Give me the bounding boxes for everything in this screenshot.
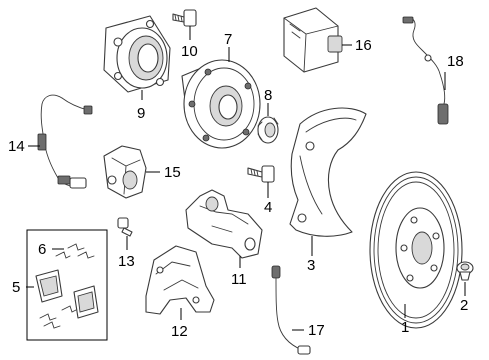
callout-1: 1 [401,319,409,336]
hub-bolt-part [172,9,197,27]
callout-14: 14 [8,138,25,155]
callout-15: 15 [164,164,181,181]
carrier-bolt-part [117,217,133,237]
callout-12: 12 [171,323,188,340]
caliper-carrier-part [185,189,263,259]
wheel-bearing-part [103,15,171,93]
caliper-housing-part [103,145,147,199]
wear-sensor-bottom-part [271,265,311,355]
brake-disc-part [369,171,463,329]
leader-lines [26,26,466,331]
callout-17: 17 [308,322,325,339]
callout-13: 13 [118,253,135,270]
callout-11: 11 [231,271,247,288]
axle-nut-part [257,116,279,144]
control-module-part [283,7,343,73]
callout-5: 5 [12,279,20,296]
dust-shield-part [289,107,367,237]
callout-18: 18 [447,53,464,70]
callout-16: 16 [355,37,372,54]
disc-screw-part [456,261,474,281]
caliper-bracket-part [145,245,215,315]
callout-4: 4 [264,199,272,216]
wear-sensor-right-part [402,16,449,125]
callout-7: 7 [224,31,232,48]
caliper-bolt-part [247,165,275,183]
callout-labels: 1 2 3 4 5 6 7 8 9 10 11 12 13 14 15 16 1… [8,31,468,340]
brake-pad-kit [26,229,108,341]
wheel-hub-part [181,59,261,149]
callout-9: 9 [137,105,145,122]
pad-kit-frame [26,229,108,341]
callout-10: 10 [181,43,198,60]
callout-8: 8 [264,87,272,104]
callout-2: 2 [460,297,468,314]
callout-6: 6 [38,241,46,258]
callout-3: 3 [307,257,315,274]
wear-sensor-left-part [37,94,93,189]
